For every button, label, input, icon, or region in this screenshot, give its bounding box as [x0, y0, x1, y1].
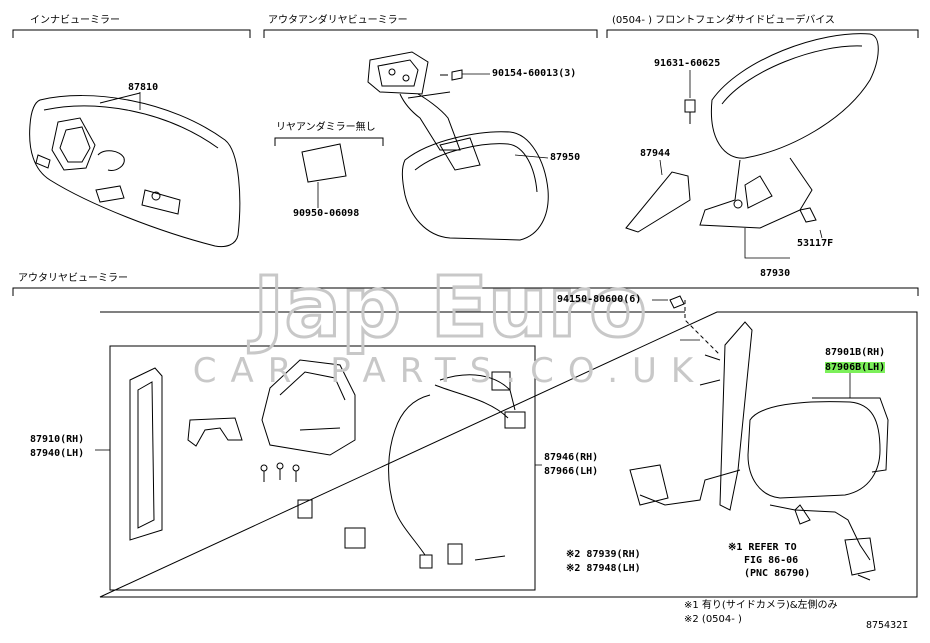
part-label-87966[interactable]: 87966(LH): [544, 466, 599, 477]
part-label-87910[interactable]: 87910(RH): [30, 434, 85, 445]
part-label-87810[interactable]: 87810: [128, 82, 159, 93]
part-label-94150[interactable]: 94150-80600(6): [557, 294, 642, 305]
pad-90950-drawing: [301, 143, 347, 183]
outer-mirror-drawing: [629, 321, 889, 581]
part-87939-drawing: [474, 555, 506, 561]
figure-number: 875432I: [866, 620, 909, 631]
section-outer-mirror: アウタリヤビューミラー: [18, 273, 128, 284]
part-label-90154[interactable]: 90154-60013(3): [492, 68, 577, 79]
section-fender-device: (0504- ) フロントフェンダサイドビューデバイス: [612, 15, 835, 26]
part-label-87946[interactable]: 87946(RH): [544, 452, 599, 463]
refer-line2: FIG 86-06: [744, 555, 799, 566]
bracket-rear-under-none: [274, 137, 384, 146]
part-label-87948[interactable]: ※2 87948(LH): [566, 563, 641, 574]
part-label-87906[interactable]: 87906B(LH): [825, 362, 886, 374]
part-label-87944[interactable]: 87944: [640, 148, 671, 159]
wire-harness-drawing: [388, 371, 526, 569]
bracket-inner-mirror: [12, 29, 251, 38]
clip-94150-drawing: [669, 295, 685, 309]
refer-line1: ※1 REFER TO: [728, 542, 797, 553]
section-outer-under-mirror: アウタアンダリヤビューミラー: [268, 15, 408, 26]
inner-kit-frame: [109, 345, 536, 591]
part-label-90950[interactable]: 90950-06098: [293, 208, 360, 219]
highlight-87906: 87906B(LH): [825, 362, 886, 373]
part-label-87939[interactable]: ※2 87939(RH): [566, 549, 641, 560]
part-label-87901[interactable]: 87901B(RH): [825, 347, 886, 358]
part-label-53117[interactable]: 53117F: [797, 238, 834, 249]
part-label-87950[interactable]: 87950: [550, 152, 581, 163]
footnote-2: ※2 (0504- ): [684, 614, 742, 625]
footnote-1: ※1 有り(サイドカメラ)&左側のみ: [684, 600, 838, 611]
refer-line3: (PNC 86790): [744, 568, 811, 579]
mirror-kit-drawing: [129, 359, 463, 565]
outer-mirror-frame: [99, 311, 918, 598]
part-label-87940[interactable]: 87940(LH): [30, 448, 85, 459]
section-inner-mirror: インナビューミラー: [30, 15, 120, 26]
part-label-91631[interactable]: 91631-60625: [654, 58, 721, 69]
bracket-outer-mirror: [12, 287, 919, 296]
inner-mirror-drawing: [29, 92, 241, 248]
part-label-87930[interactable]: 87930: [760, 268, 791, 279]
bracket-outer-under-mirror: [263, 29, 598, 38]
bracket-fender-device: [606, 29, 919, 38]
rear-under-none-label: リヤアンダミラー無し: [276, 122, 376, 133]
fender-device-drawing: [625, 33, 879, 233]
under-mirror-drawing: [367, 51, 549, 241]
